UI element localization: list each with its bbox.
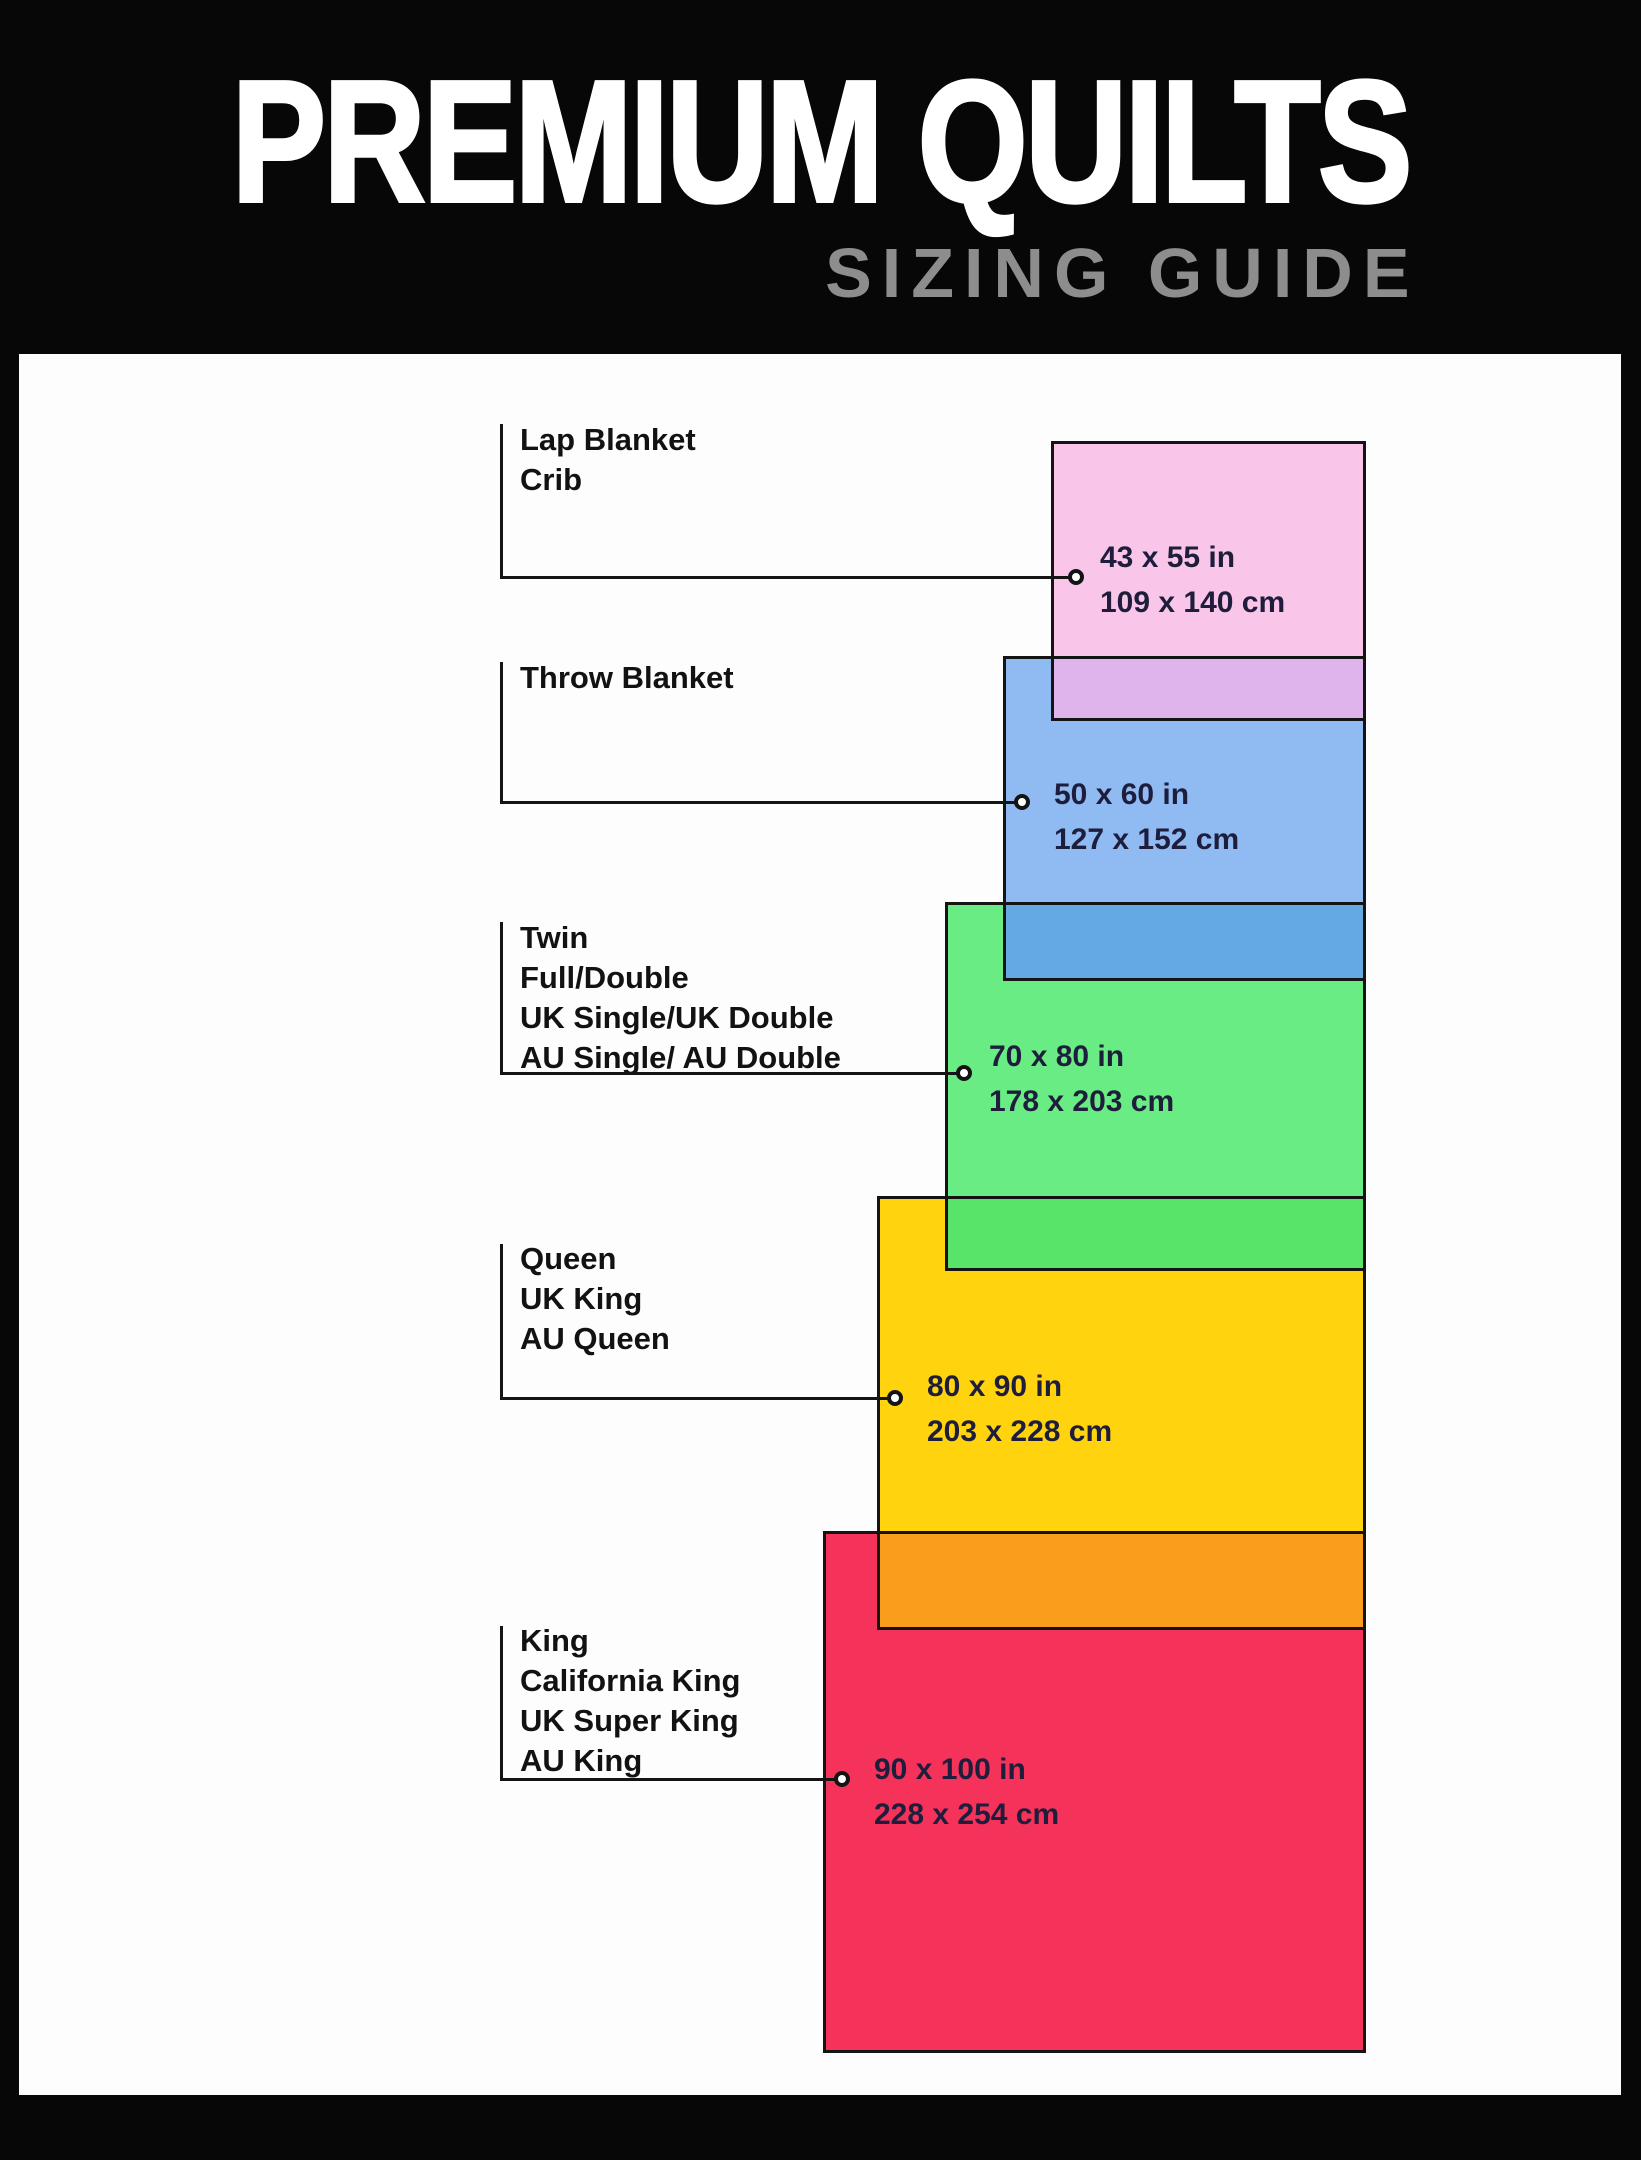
label-line: Lap Blanket — [520, 422, 696, 457]
dimension-cm: 228 x 254 cm — [874, 1798, 1060, 1831]
label-line: UK Single/UK Double — [520, 1000, 834, 1035]
size-label-king: King California King UK Super King AU Ki… — [520, 1621, 740, 1781]
overlap-throw-twin — [1003, 902, 1366, 981]
label-line: UK King — [520, 1281, 643, 1316]
title-block: PREMIUM QUILTS SIZING GUIDE — [230, 45, 1414, 308]
size-dimensions-throw: 50 x 60 in 127 x 152 cm — [1054, 772, 1239, 862]
size-label-queen: Queen UK King AU Queen — [520, 1239, 670, 1359]
page-title: PREMIUM QUILTS — [230, 45, 1414, 239]
size-dimensions-twin: 70 x 80 in 178 x 203 cm — [989, 1034, 1174, 1124]
label-line: UK Super King — [520, 1703, 739, 1738]
connector-line — [500, 801, 1022, 804]
diagram-panel: Lap Blanket Crib 43 x 55 in 109 x 140 cm… — [19, 354, 1621, 2095]
connector-line — [500, 662, 503, 803]
dimension-inches: 80 x 90 in — [927, 1370, 1063, 1403]
label-line: AU Single/ AU Double — [520, 1040, 841, 1075]
size-label-lap-crib: Lap Blanket Crib — [520, 420, 696, 500]
size-marker-dot — [887, 1390, 903, 1406]
connector-line — [500, 922, 503, 1074]
connector-line — [500, 424, 503, 578]
dimension-cm: 127 x 152 cm — [1054, 823, 1240, 856]
label-line: Twin — [520, 920, 589, 955]
label-line: King — [520, 1623, 589, 1658]
label-line: Full/Double — [520, 960, 689, 995]
dimension-inches: 70 x 80 in — [989, 1040, 1125, 1073]
size-label-throw: Throw Blanket — [520, 658, 734, 698]
connector-line — [500, 1626, 503, 1780]
connector-line — [500, 1778, 842, 1781]
overlap-lap-throw — [1051, 656, 1366, 721]
label-line: Throw Blanket — [520, 660, 734, 695]
connector-line — [500, 1397, 895, 1400]
dimension-cm: 109 x 140 cm — [1100, 586, 1286, 619]
dimension-inches: 90 x 100 in — [874, 1753, 1026, 1786]
connector-line — [500, 1072, 964, 1075]
size-marker-dot — [1014, 794, 1030, 810]
size-marker-dot — [834, 1771, 850, 1787]
dimension-cm: 203 x 228 cm — [927, 1415, 1113, 1448]
dimension-inches: 43 x 55 in — [1100, 541, 1236, 574]
label-line: California King — [520, 1663, 741, 1698]
overlap-twin-queen — [945, 1196, 1366, 1271]
size-marker-dot — [956, 1065, 972, 1081]
label-line: Queen — [520, 1241, 617, 1276]
label-line: AU King — [520, 1743, 643, 1778]
dimension-inches: 50 x 60 in — [1054, 778, 1190, 811]
size-marker-dot — [1068, 569, 1084, 585]
label-line: Crib — [520, 462, 582, 497]
label-line: AU Queen — [520, 1321, 670, 1356]
connector-line — [500, 576, 1076, 579]
header: PREMIUM QUILTS SIZING GUIDE — [0, 0, 1641, 354]
size-dimensions-queen: 80 x 90 in 203 x 228 cm — [927, 1364, 1112, 1454]
overlap-queen-king — [877, 1531, 1366, 1630]
dimension-cm: 178 x 203 cm — [989, 1085, 1175, 1118]
size-dimensions-lap-crib: 43 x 55 in 109 x 140 cm — [1100, 535, 1285, 625]
size-dimensions-king: 90 x 100 in 228 x 254 cm — [874, 1747, 1059, 1837]
connector-line — [500, 1244, 503, 1399]
size-label-twin: Twin Full/Double UK Single/UK Double AU … — [520, 918, 841, 1078]
page-subtitle: SIZING GUIDE — [825, 234, 1420, 312]
